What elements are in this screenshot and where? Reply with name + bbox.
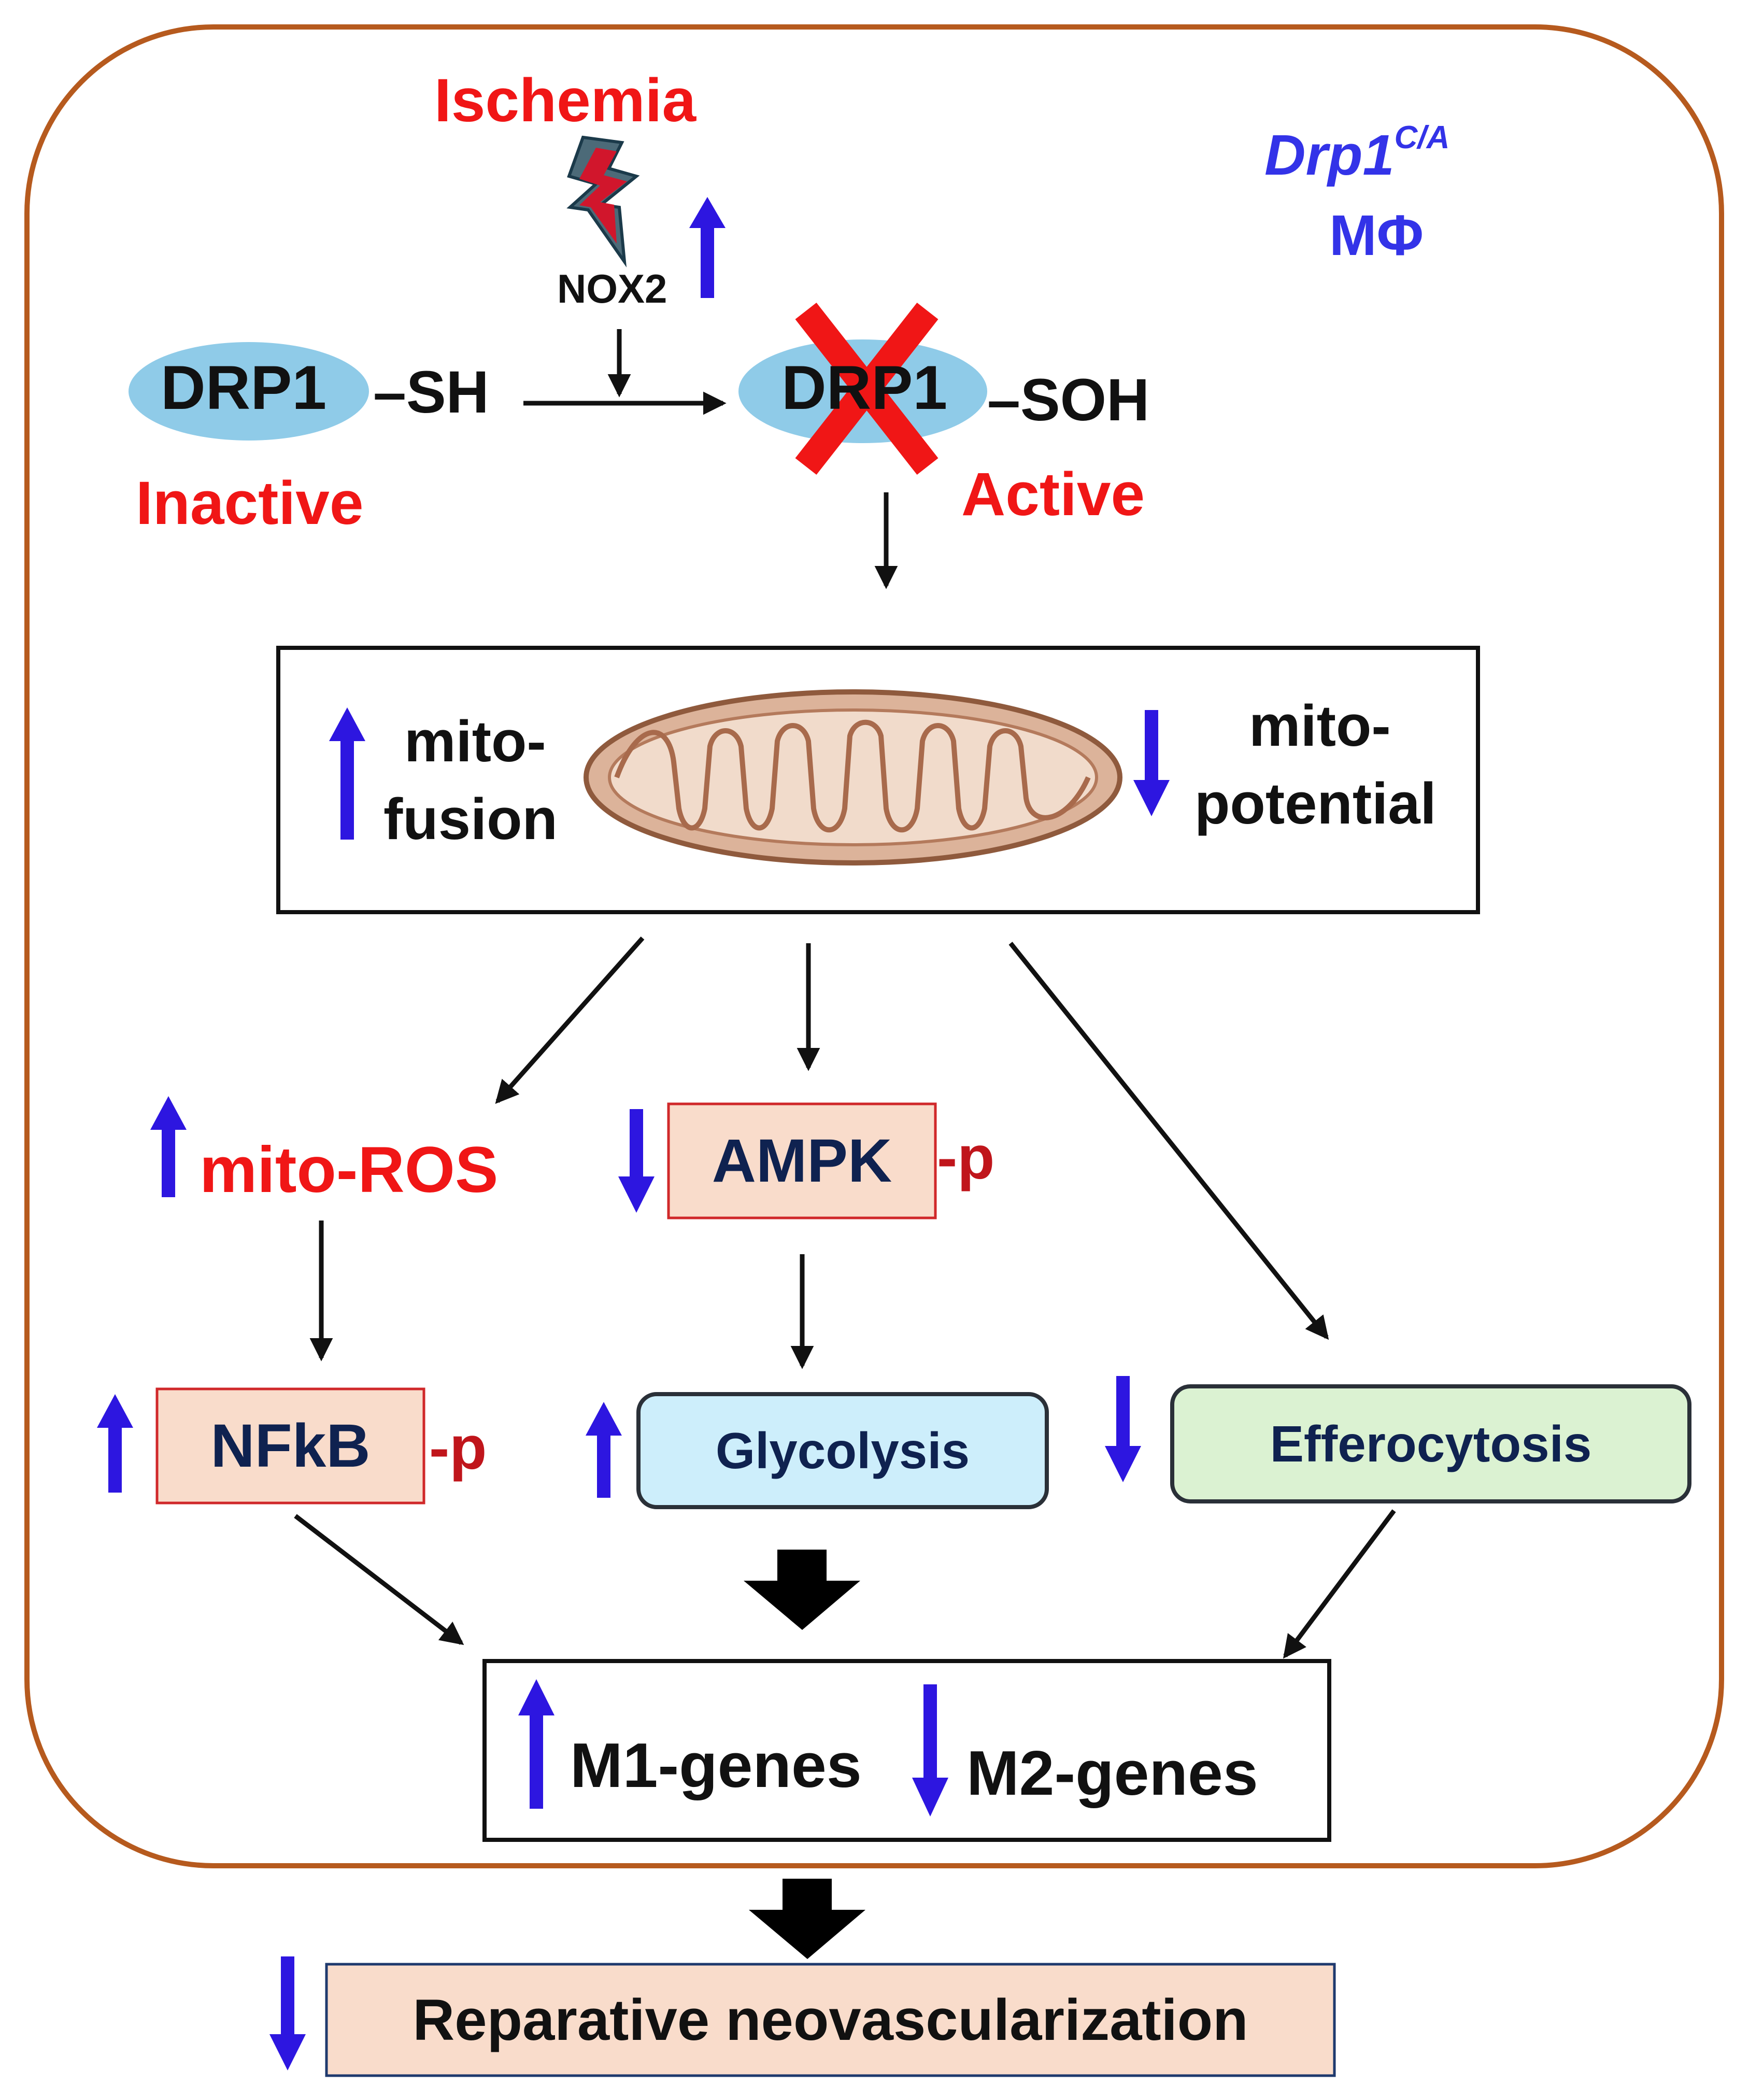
nfkb-up-arrow-icon [97, 1394, 133, 1493]
m2-down-arrow-icon [912, 1684, 948, 1817]
ischemia-label: Ischemia [434, 66, 696, 135]
m1-up-arrow-icon [518, 1679, 554, 1809]
nfkb-label-box: NFkB [157, 1389, 424, 1503]
gene-expression-box [482, 1659, 1331, 1842]
block-arrow-to-outcome [749, 1879, 865, 1959]
drp1-inactive-ellipse [129, 342, 369, 441]
ampk-label-box: AMPK [669, 1104, 935, 1218]
glycolysis-up-arrow-icon [586, 1402, 622, 1498]
nfkb-phospho-label: -p [429, 1414, 487, 1482]
mito-potential-label-1: mito- [1249, 693, 1391, 758]
arrow-nfkb-to-genes [294, 1514, 464, 1645]
ampk-label: AMPK [712, 1127, 892, 1195]
arrow-efferocytosis-to-genes [1283, 1509, 1396, 1659]
efferocytosis-label: Efferocytosis [1270, 1415, 1592, 1472]
glycolysis-label-box: Glycolysis [638, 1394, 1047, 1507]
nox2-up-arrow-icon [689, 197, 726, 298]
ampk-phospho-label: -p [937, 1124, 995, 1192]
mito-fusion-label-1: mito- [404, 709, 546, 774]
mito-ros-label: mito-ROS [200, 1134, 499, 1206]
arrow-to-efferocytosis [1008, 942, 1329, 1340]
knockout-x-mark [795, 302, 939, 475]
ros-up-arrow-icon [150, 1096, 187, 1197]
drp1-active-label: DRP1 [781, 353, 948, 422]
active-state-label: Active [961, 460, 1145, 529]
lightning-bolt-icon [566, 135, 640, 268]
inactive-state-label: Inactive [136, 469, 364, 537]
nfkb-label: NFkB [210, 1412, 371, 1480]
glycolysis-label: Glycolysis [715, 1422, 970, 1479]
efferocytosis-box [1170, 1384, 1691, 1503]
ampk-down-arrow-icon [618, 1109, 655, 1213]
soh-group-label: –SOH [987, 367, 1150, 433]
final-outcome-label-box: Reparative neovascularization [326, 1964, 1334, 2076]
m2-genes-label: M2-genes [966, 1738, 1258, 1808]
ampk-box [667, 1102, 937, 1219]
sh-group-label: –SH [373, 359, 489, 425]
mito-fusion-up-arrow-icon [329, 707, 365, 840]
drp1-inactive-label: DRP1 [161, 353, 327, 422]
glycolysis-box [636, 1392, 1049, 1509]
genotype-label: Drp1C/A [1264, 120, 1450, 187]
final-down-arrow-icon [269, 1956, 306, 2070]
cell-type-label: MΦ [1329, 204, 1424, 267]
mito-potential-down-arrow-icon [1133, 710, 1170, 816]
final-outcome-box [325, 1963, 1336, 2077]
mito-potential-label-2: potential [1195, 771, 1437, 836]
final-outcome-label: Reparative neovascularization [413, 1987, 1248, 2052]
cell-boundary [24, 24, 1724, 1868]
nox2-label: NOX2 [557, 266, 667, 311]
mito-fusion-label-2: fusion [383, 787, 558, 852]
efferocytosis-label-box: Efferocytosis [1172, 1386, 1689, 1501]
efferocytosis-down-arrow-icon [1105, 1376, 1141, 1482]
arrow-to-ros [495, 937, 645, 1104]
nfkb-box [155, 1387, 425, 1505]
mitochondrion-icon [584, 689, 1122, 865]
block-arrow-to-genes [744, 1550, 860, 1630]
m1-genes-label: M1-genes [570, 1730, 862, 1800]
